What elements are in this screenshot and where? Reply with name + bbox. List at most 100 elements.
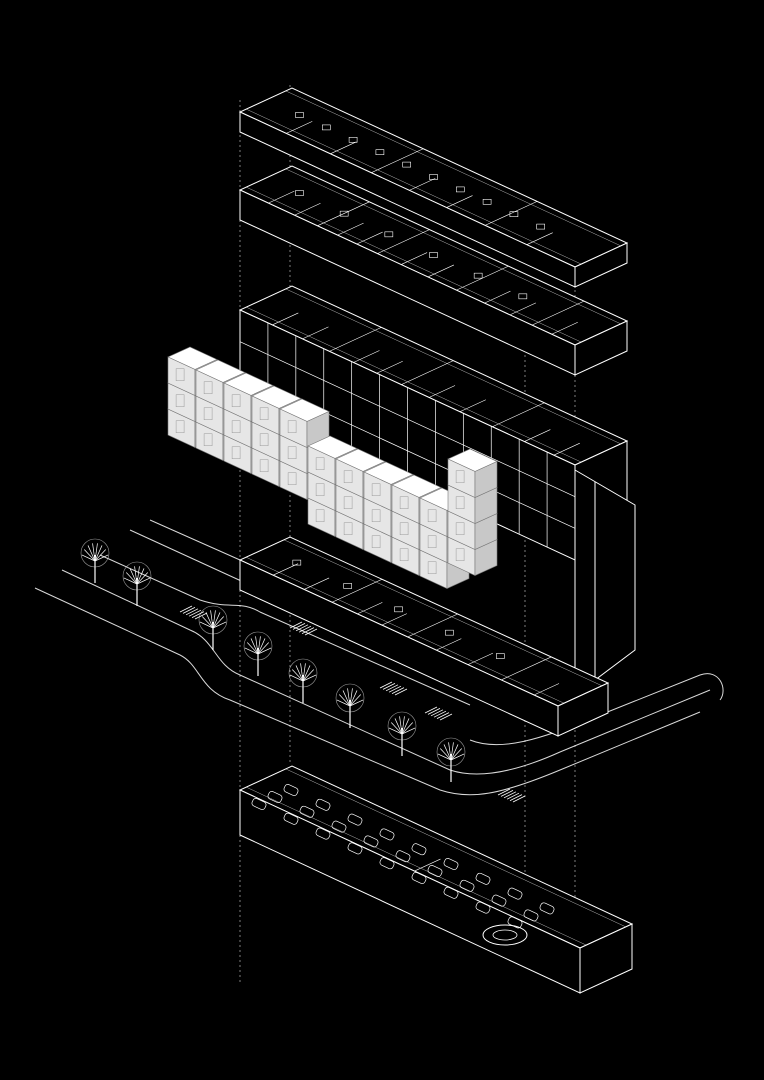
tree-crown xyxy=(80,538,110,568)
tree-branch xyxy=(349,690,358,707)
module-window xyxy=(287,472,297,485)
tree-branch xyxy=(399,716,403,735)
partition-wall xyxy=(330,141,357,155)
tree-branch xyxy=(450,753,465,761)
furniture xyxy=(339,210,349,217)
tree-branch xyxy=(257,636,261,655)
tree-icon xyxy=(80,538,110,583)
parking-ramp-core xyxy=(492,929,518,941)
partition-wall xyxy=(400,252,428,265)
tree-crown xyxy=(335,683,365,713)
furniture xyxy=(292,559,302,566)
module-window xyxy=(315,457,325,470)
tree-branch xyxy=(257,647,272,655)
tree-branch xyxy=(291,669,304,682)
crosswalk-stripe xyxy=(394,688,408,696)
parked-car-icon xyxy=(379,857,395,870)
module-window xyxy=(343,470,353,483)
housing-module xyxy=(279,398,330,448)
module-window xyxy=(259,407,269,420)
partition-wall xyxy=(551,321,578,335)
crosswalk-stripe xyxy=(304,628,318,636)
parked-car-icon xyxy=(315,827,331,840)
tree-branch xyxy=(349,688,353,707)
partition-wall xyxy=(526,232,553,245)
tree-branch xyxy=(94,543,98,562)
parked-car-icon xyxy=(283,784,299,796)
module-window xyxy=(287,446,297,459)
tree-branch xyxy=(257,642,270,655)
tree-branch xyxy=(338,694,351,707)
roof-fixture xyxy=(348,137,358,143)
crosswalk-stripe xyxy=(292,623,306,630)
module-window xyxy=(287,420,297,433)
tree-branch xyxy=(450,748,463,761)
tree-branch xyxy=(212,612,221,629)
tree-branch xyxy=(246,642,259,655)
tree-branch xyxy=(81,554,96,562)
partition-wall xyxy=(492,402,545,428)
module-window xyxy=(399,522,409,535)
crosswalk-stripe xyxy=(424,706,438,714)
partition-wall xyxy=(303,577,330,590)
tree-branch xyxy=(437,753,452,761)
slab-inner-wall xyxy=(245,768,627,946)
tree-branch xyxy=(136,572,149,585)
tree-branch xyxy=(129,568,138,585)
tree-branch xyxy=(136,577,151,585)
tree-icon xyxy=(436,737,466,782)
tree-branch xyxy=(94,554,109,562)
tree-branch xyxy=(205,612,214,629)
crosswalk-stripe xyxy=(391,687,405,694)
module-window xyxy=(315,483,325,496)
crosswalk-stripe xyxy=(191,611,205,618)
parked-car-icon xyxy=(459,879,475,892)
crosswalk-stripe xyxy=(298,625,312,633)
module-window xyxy=(455,470,465,483)
partition-wall xyxy=(456,265,509,291)
module-window xyxy=(455,496,465,509)
parking-ramp xyxy=(482,924,528,946)
furniture xyxy=(384,231,394,238)
housing-module xyxy=(447,448,498,498)
furniture xyxy=(496,653,505,659)
module-window xyxy=(259,459,269,472)
parked-car-icon xyxy=(411,843,427,856)
parked-car-icon xyxy=(491,894,507,907)
tree-branch xyxy=(257,638,266,655)
module-window xyxy=(175,420,185,433)
module-window xyxy=(455,522,465,535)
crosswalk-stripe xyxy=(430,709,444,717)
tree-branch xyxy=(212,610,216,629)
partition-wall xyxy=(531,300,585,326)
parked-car-icon xyxy=(315,798,331,811)
tree-crown xyxy=(436,737,466,767)
partition-wall xyxy=(302,326,329,340)
module-window xyxy=(399,496,409,509)
parked-car-icon xyxy=(283,812,299,825)
roof-fixture xyxy=(375,149,385,155)
partition-wall xyxy=(407,613,458,638)
tree-branch xyxy=(210,610,214,629)
tree-branch xyxy=(255,636,259,655)
crosswalk-stripe xyxy=(439,713,453,721)
partition-wall xyxy=(356,231,383,245)
partition-wall xyxy=(501,656,552,681)
tree-branch xyxy=(302,663,306,682)
partition-wall xyxy=(467,652,494,665)
tree-branch xyxy=(349,699,364,707)
tree-branch xyxy=(349,694,362,707)
crosswalk-stripe xyxy=(301,627,315,634)
furniture xyxy=(295,190,304,196)
roof-fixture xyxy=(536,223,546,230)
module-window xyxy=(371,509,381,522)
tree-branch xyxy=(250,638,259,655)
module-window xyxy=(315,509,325,522)
partition-wall xyxy=(268,190,295,204)
crosswalk-stripe xyxy=(497,788,511,796)
crosswalk-stripe xyxy=(194,612,208,620)
furniture xyxy=(429,252,438,258)
tree-branch xyxy=(342,690,351,707)
parked-car-icon xyxy=(347,842,363,855)
parked-car-icon xyxy=(267,791,283,803)
